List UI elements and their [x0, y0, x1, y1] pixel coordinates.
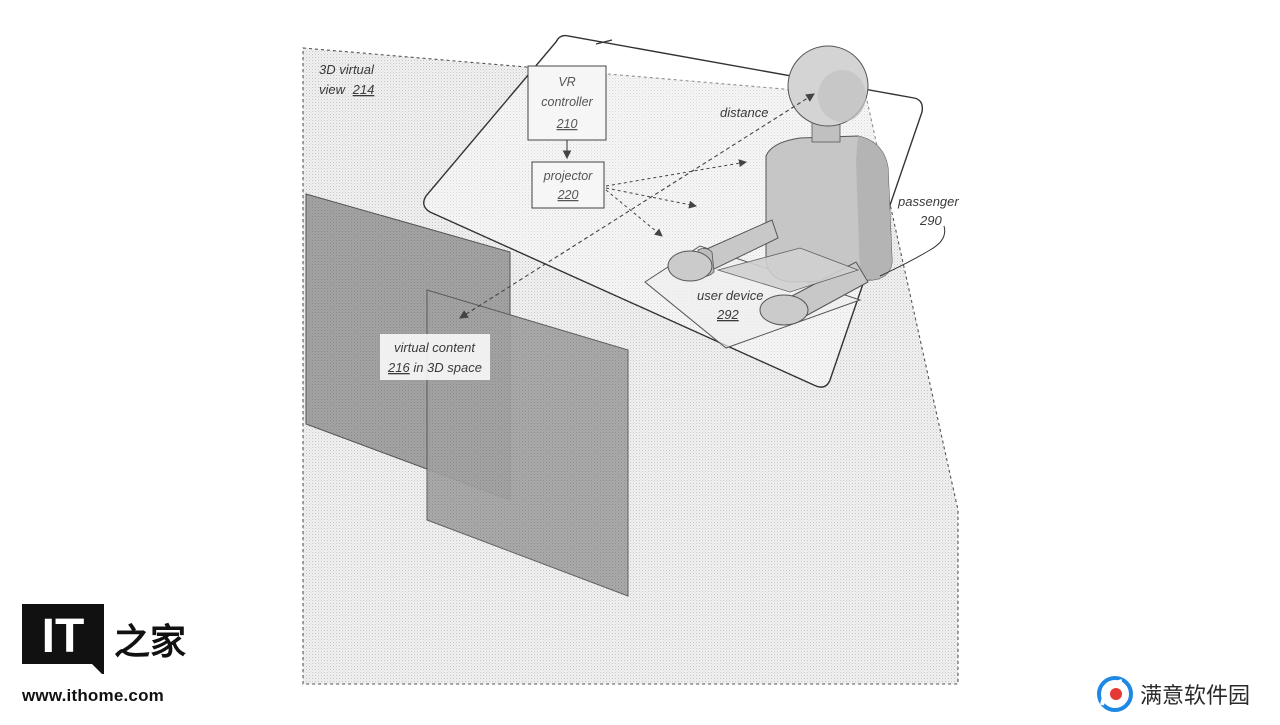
- passenger-ref: 290: [919, 213, 942, 228]
- virtual-content-label-line2: 216 in 3D space: [387, 360, 482, 375]
- virtual-content-label-bg: [380, 334, 490, 380]
- user-device-ref: 292: [716, 307, 739, 322]
- vr-controller-ref: 210: [556, 117, 578, 131]
- distance-label: distance: [720, 105, 768, 120]
- ithome-logo-latin: IT: [42, 610, 85, 663]
- view-label-line2: view 214: [319, 82, 374, 97]
- ithome-logo: IT 之家: [22, 604, 192, 676]
- virtual-content-ref: 216: [387, 360, 410, 375]
- passenger-label: passenger: [897, 194, 959, 209]
- ithome-url: www.ithome.com: [22, 686, 164, 705]
- brand-watermark: 满意软件园: [1096, 674, 1250, 714]
- vr-controller-label-line1: VR: [558, 75, 575, 89]
- vr-controller-label-line2: controller: [541, 95, 593, 109]
- plane-tick: [595, 39, 613, 45]
- projector-ref: 220: [557, 188, 579, 202]
- user-device-label: user device: [697, 288, 763, 303]
- view-label-line1: 3D virtual: [319, 62, 375, 77]
- ithome-logo-cjk: 之家: [114, 622, 186, 663]
- passenger-leader-line: [879, 225, 946, 277]
- virtual-content-label-line1: virtual content: [394, 340, 476, 355]
- brand-name: 满意软件园: [1140, 684, 1251, 709]
- brand-logo-icon: [1097, 676, 1133, 712]
- view-ref: 214: [352, 82, 375, 97]
- projector-label: projector: [543, 169, 593, 183]
